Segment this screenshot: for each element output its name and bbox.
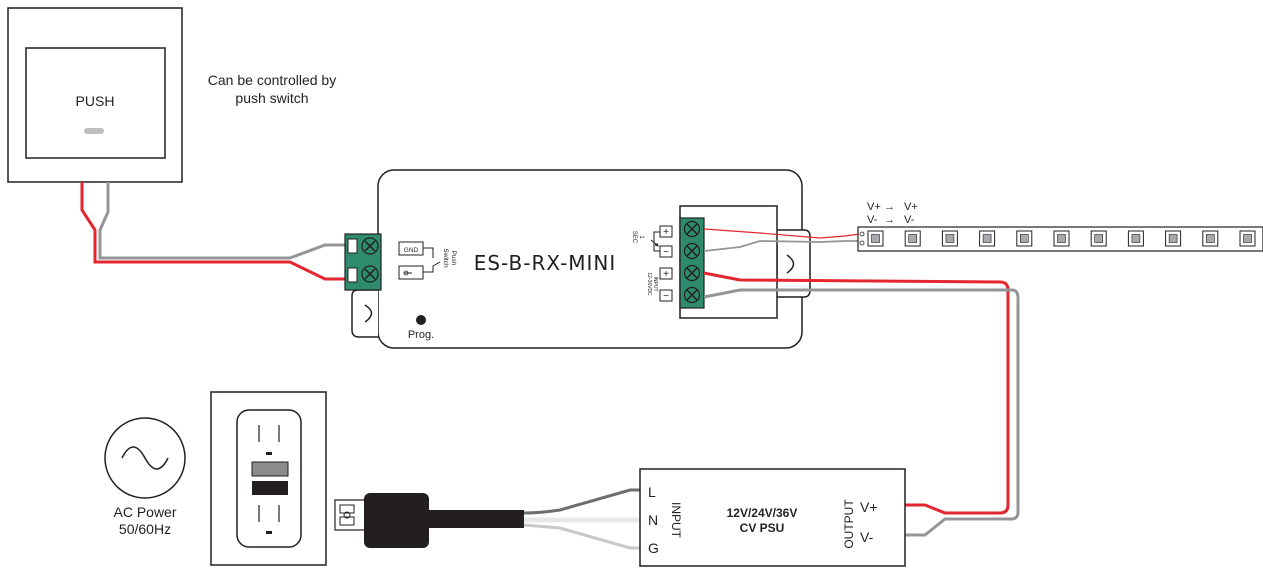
psu-l-wire <box>523 488 640 515</box>
led-strip <box>857 226 1263 252</box>
push-switch-symbol <box>398 241 441 280</box>
led-chip-lens <box>1243 234 1252 243</box>
strip-vplus-from: V+ <box>867 201 881 213</box>
sec-symbol <box>650 225 673 302</box>
led-chip-lens <box>1131 234 1141 243</box>
psu-body <box>639 468 906 567</box>
led-chip-lens <box>908 234 918 243</box>
strip-vplus-arrow: → <box>884 201 895 213</box>
ac-power-line1: AC Power <box>113 504 176 520</box>
terminal-minus-2: − <box>663 291 669 302</box>
ac-power-line2: 50/60Hz <box>119 521 171 537</box>
psu-out-plus: V+ <box>860 499 878 515</box>
led-chip-lens <box>871 234 880 243</box>
push-switch <box>7 7 183 183</box>
input-voltage-label-2: INPUT <box>652 277 658 292</box>
input-voltage-label: 12-36VDC <box>646 272 652 296</box>
psu-g-wire <box>523 523 640 550</box>
psu-terminal-l: L <box>648 484 656 500</box>
psu-title-line2: CV PSU <box>740 521 785 535</box>
sine-wave-icon <box>121 446 169 470</box>
push-label: Push <box>450 251 457 266</box>
led-chip-lens <box>1057 234 1066 243</box>
led-chip-lens <box>1206 234 1215 243</box>
psu-input-label: INPUT <box>669 502 683 539</box>
psu-n-wire-outline <box>524 517 640 523</box>
terminal-minus-1: − <box>663 247 669 258</box>
receiver-switch-terminal <box>344 233 382 291</box>
psu-terminal-g: G <box>648 540 659 556</box>
strip-vminus-to: V- <box>904 214 915 226</box>
push-switch-caption-line1: Can be controlled by <box>208 72 336 88</box>
led-chip-lens <box>1094 234 1103 243</box>
receiver-model-name: ES-B-RX-MINI <box>474 251 617 275</box>
push-switch-caption-line2: push switch <box>235 90 308 106</box>
psu-output-label: OUTPUT <box>842 499 856 549</box>
gnd-label: GND <box>404 247 419 254</box>
receiver-output-terminal <box>679 217 705 309</box>
switch-label: Switch <box>442 248 449 268</box>
push-switch-red-wire <box>80 182 348 281</box>
strip-vminus-from: V- <box>867 214 878 226</box>
psu-grey-wire <box>703 288 1020 537</box>
terminal-plus-2: + <box>663 269 669 280</box>
power-plug <box>334 493 524 548</box>
push-switch-label: PUSH <box>76 93 115 109</box>
push-switch-grey-wire <box>98 182 348 260</box>
strip-red-wire <box>703 228 861 239</box>
strip-vplus-to: V+ <box>904 201 918 213</box>
led-chip-lens <box>982 234 992 243</box>
psu-out-minus: V- <box>860 529 874 545</box>
led-chip-lens <box>1168 234 1178 243</box>
led-chip-lens <box>945 234 955 243</box>
prog-button <box>416 315 426 325</box>
led-chip-lens <box>1019 234 1029 243</box>
terminal-plus-1: + <box>663 227 669 238</box>
strip-grey-wire <box>703 240 860 252</box>
ac-power-symbol <box>104 417 186 499</box>
sec-label: SEC <box>631 231 637 244</box>
psu-title-line1: 12V/24V/36V <box>727 506 798 520</box>
prog-label: Prog. <box>408 329 434 341</box>
strip-vminus-arrow: → <box>884 214 895 226</box>
wall-outlet <box>210 391 327 566</box>
psu-red-wire <box>703 271 1010 515</box>
sec-channel: 1 <box>638 235 644 239</box>
psu-terminal-n: N <box>648 512 658 528</box>
